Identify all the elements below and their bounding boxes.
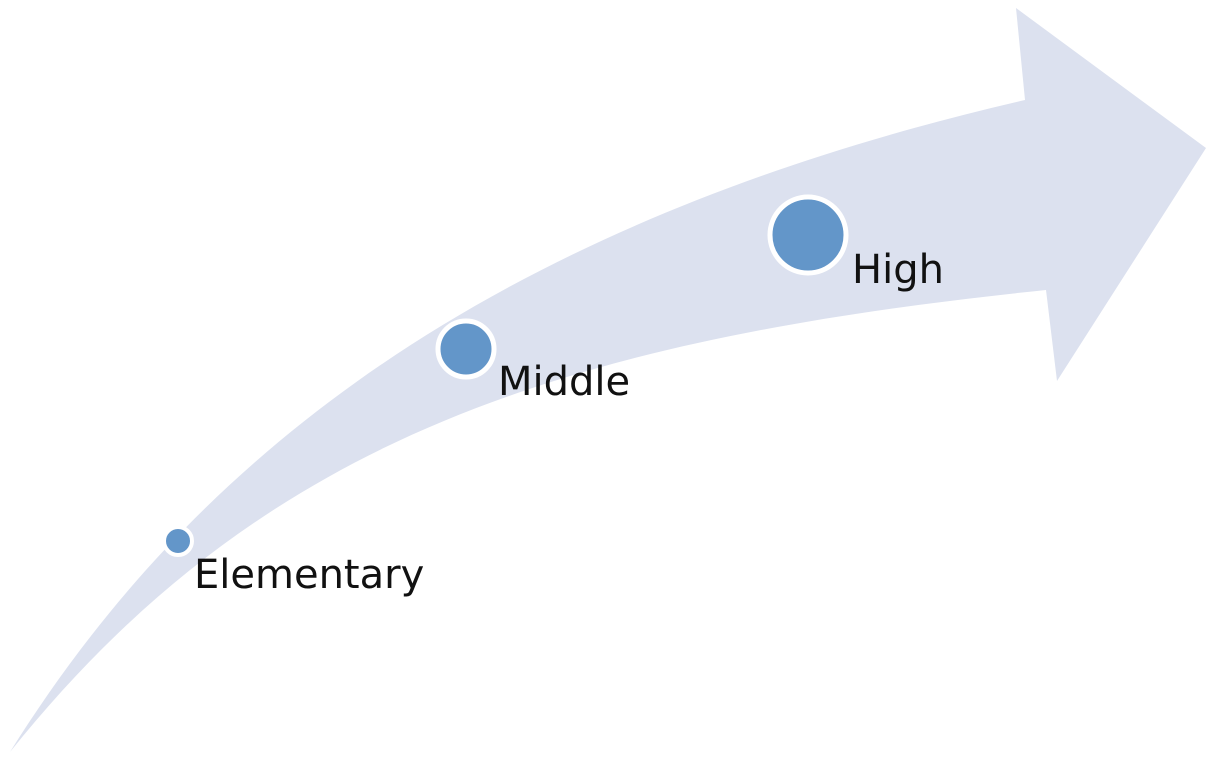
curved-arrow-icon (10, 8, 1206, 752)
stage-label-elementary: Elementary (194, 552, 425, 598)
stage-marker-middle-icon (435, 318, 497, 380)
stage-marker-high-icon (767, 194, 849, 276)
stage-label-middle: Middle (498, 359, 631, 405)
stage-marker-elementary-icon (162, 525, 194, 557)
stage-label-high: High (852, 247, 944, 293)
